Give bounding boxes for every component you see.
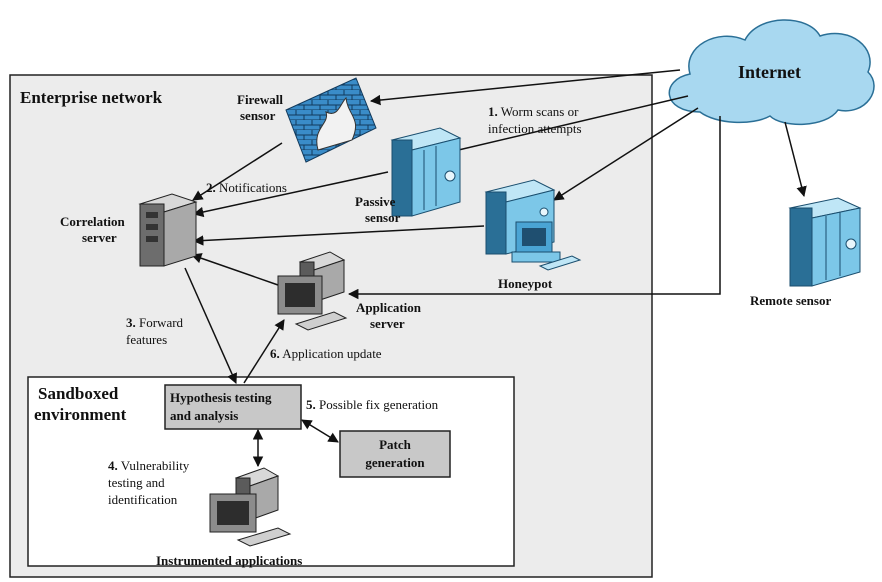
step-4-number: 4. (108, 458, 118, 473)
firewall-label-line1: Firewall (237, 92, 283, 107)
passive-sensor-label-line2: sensor (365, 210, 401, 225)
step-4-text-line1: Vulnerability (121, 458, 190, 473)
arrow-internet-to-passive-sensor (448, 95, 689, 155)
arrow-hypothesis-to-appserver (243, 319, 285, 384)
step-3-text-line2: features (126, 332, 167, 347)
application-server-label-line2: server (370, 316, 405, 331)
step-3-text-line1: Forward (139, 315, 184, 330)
arrow-internet-to-application-server (347, 116, 721, 300)
arrow-internet-to-remote-sensor (784, 121, 807, 198)
instrumented-applications-label: Instrumented applications (156, 553, 302, 568)
arrow-appserver-to-correlation (191, 253, 279, 286)
desktop-computer-icon (209, 467, 292, 547)
svg-text:5. Possible fix generation: 5. Possible fix generation (306, 397, 439, 412)
honeypot-label: Honeypot (498, 276, 553, 291)
arrow-internet-to-honeypot (553, 107, 699, 201)
step-6-text: Application update (282, 346, 382, 361)
correlation-server-label-line1: Correlation (60, 214, 126, 229)
patch-generation-box (339, 430, 451, 478)
arrow-internet-to-firewall (369, 69, 681, 106)
step-4-text-line2: testing and (108, 475, 165, 490)
step-2-label: 2. Notifications (206, 180, 287, 195)
step-1-text-line2: infection attempts (488, 121, 582, 136)
patch-label-line1: Patch (379, 437, 412, 452)
step-2-number: 2. (206, 180, 216, 195)
enterprise-network-label: Enterprise network (20, 88, 163, 107)
arrow-passive-to-correlation (192, 171, 389, 218)
step-5-text: Possible fix generation (319, 397, 439, 412)
patch-label-line2: generation (365, 455, 425, 470)
hypothesis-testing-box (164, 384, 302, 430)
svg-text:2. Notifications: 2. Notifications (206, 180, 287, 195)
step-3-number: 3. (126, 315, 136, 330)
svg-text:3. Forward: 3. Forward (126, 315, 184, 330)
application-server-label-line1: Application (356, 300, 422, 315)
step-4-text-line3: identification (108, 492, 178, 507)
hypothesis-label-line1: Hypothesis testing (170, 390, 272, 405)
server-cabinet-icon (788, 197, 862, 287)
sandboxed-label-line1: Sandboxed (38, 384, 119, 403)
server-cabinet-icon (390, 127, 462, 217)
step-2-text: Notifications (219, 180, 287, 195)
arrow-hypothesis-patch (301, 419, 339, 443)
firewall-label-line2: sensor (240, 108, 276, 123)
step-1-number: 1. (488, 104, 498, 119)
remote-sensor-label: Remote sensor (750, 293, 831, 308)
internet-arrows (347, 69, 807, 300)
hypothesis-label-line2: and analysis (170, 408, 238, 423)
internet-label: Internet (738, 62, 801, 82)
step-1-label: 1. Worm scans or infection attempts (488, 104, 582, 136)
correlation-server-label-line2: server (82, 230, 117, 245)
svg-text:1. Worm scans or: 1. Worm scans or (488, 104, 579, 119)
sandboxed-label-line2: environment (34, 405, 127, 424)
arrow-honeypot-to-correlation (192, 225, 485, 246)
firewall-brick-wall-icon (285, 77, 377, 163)
passive-sensor-label-line1: Passive (355, 194, 396, 209)
arrow-firewall-to-correlation (192, 142, 283, 201)
internet-cloud-icon (668, 19, 875, 126)
server-cabinet-icon (138, 193, 198, 267)
desktop-computer-icon (511, 221, 582, 271)
desktop-computer-icon (277, 251, 348, 331)
arrow-correlation-to-hypothesis (184, 267, 237, 384)
step-4-label: 4. Vulnerability testing and identificat… (108, 458, 190, 507)
step-6-label: 6. Application update (270, 346, 382, 361)
step-1-text-line1: Worm scans or (501, 104, 579, 119)
step-6-number: 6. (270, 346, 280, 361)
step-3-label: 3. Forward features (126, 315, 184, 347)
notification-arrows (184, 142, 485, 468)
svg-text:6. Application update: 6. Application update (270, 346, 382, 361)
svg-text:4. Vulnerability: 4. Vulnerability (108, 458, 190, 473)
step-5-label: 5. Possible fix generation (306, 397, 439, 412)
step-5-number: 5. (306, 397, 316, 412)
